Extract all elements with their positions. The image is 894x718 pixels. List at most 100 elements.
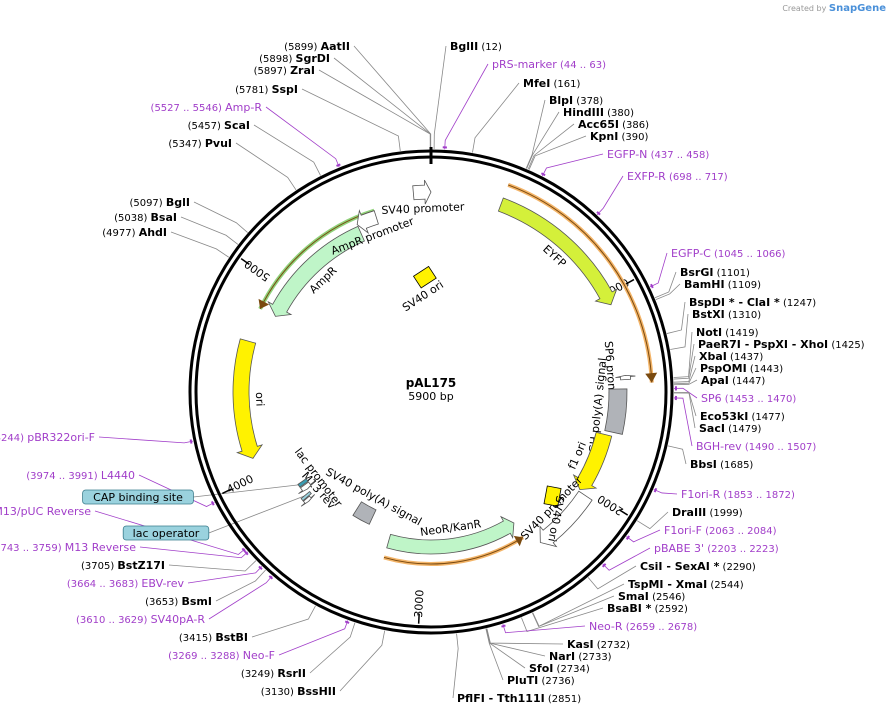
orf-arrowhead-exfp-eyfp-orf bbox=[645, 372, 658, 383]
leader-sv40pa-r-3619 bbox=[208, 575, 273, 620]
site-name-exfp-r-707: EXFP-R bbox=[627, 170, 666, 183]
site-name-ebv-rev-3673: EBV-rev bbox=[141, 577, 184, 590]
site-pos-l4440-3982: (3974 .. 3991) bbox=[26, 471, 101, 482]
site-name-egfp-n-447: EGFP-N bbox=[607, 148, 647, 161]
site-label-bspdi-clai-1247: BspDI * - ClaI * (1247) bbox=[689, 296, 816, 309]
leader-bstz17i-3705 bbox=[168, 560, 257, 572]
site-pos-bsmi-3653: (3653) bbox=[145, 597, 181, 608]
plasmid-center: pAL175 5900 bp bbox=[406, 376, 457, 403]
site-pos-sv40pa-r-3619: (3610 .. 3629) bbox=[76, 615, 151, 626]
site-label-pluti-2736: PluTI (2736) bbox=[507, 674, 575, 687]
site-name-eco53ki-1477: Eco53kI bbox=[700, 410, 748, 423]
site-name-nari-2733: NarI bbox=[549, 650, 575, 663]
leader-bamhi-1109 bbox=[655, 283, 681, 301]
site-pos-pbr322ori-f-4234: (4225 .. 4244) bbox=[0, 433, 27, 444]
site-name-xbai-1437: XbaI bbox=[699, 350, 727, 363]
leader-exfp-r-707 bbox=[596, 175, 624, 215]
leader-bsmi-3653 bbox=[215, 569, 266, 602]
site-pos-apai-1447: (1447) bbox=[729, 376, 766, 387]
site-label-f1ori-f-2073: F1ori-F (2063 .. 2084) bbox=[664, 524, 777, 537]
site-label-sp6-1461: SP6 (1453 .. 1470) bbox=[701, 392, 796, 405]
feature-bgh-poly-a-signal bbox=[604, 388, 628, 435]
site-label-sgrdi-5898: (5898) SgrDI bbox=[259, 52, 330, 65]
feature-sv40-poly-a-signal bbox=[352, 501, 377, 525]
site-label-nari-2733: NarI (2733) bbox=[549, 650, 612, 663]
site-label-prs-marker-53: pRS-marker (44 .. 63) bbox=[492, 58, 606, 71]
site-name-neo-r-2668: Neo-R bbox=[589, 620, 623, 633]
site-label-pbabe-3-2213: pBABE 3' (2203 .. 2223) bbox=[654, 542, 779, 555]
feature-f1-ori bbox=[572, 431, 613, 491]
leader-pluti-2736 bbox=[485, 628, 504, 681]
site-label-ebv-rev-3673: (3664 .. 3683) EBV-rev bbox=[67, 577, 185, 590]
credit-text: Created by bbox=[782, 4, 827, 13]
leader-bgh-rev-1498 bbox=[673, 397, 693, 447]
orf-arc-core-ampr-orf bbox=[259, 210, 375, 310]
site-pos-mfei-161: (161) bbox=[550, 79, 580, 90]
primer-mark-amp-r-5536 bbox=[336, 163, 341, 167]
site-label-kpni-390: KpnI (390) bbox=[590, 130, 648, 143]
lac-operator-tag-text: lac operator bbox=[133, 527, 200, 540]
leader-noti-1419 bbox=[673, 331, 693, 378]
leader-paer7i-pspxi-xhoi-1425 bbox=[673, 343, 695, 380]
primer-mark-sv40pa-r-3619 bbox=[268, 575, 274, 580]
site-name-bsmi-3653: BsmI bbox=[182, 595, 213, 608]
site-name-kasi-2732: KasI bbox=[567, 638, 594, 651]
orf-arcs bbox=[258, 183, 658, 566]
site-pos-scai-5457: (5457) bbox=[188, 121, 224, 132]
scale-label-5000: 5000 bbox=[242, 257, 272, 284]
site-name-apai-1447: ApaI bbox=[701, 374, 729, 387]
site-name-ahdi-4977: AhdI bbox=[139, 226, 167, 239]
site-label-smai-2546: SmaI (2546) bbox=[618, 590, 685, 603]
site-name-pbr322ori-f-4234: pBR322ori-F bbox=[27, 431, 95, 444]
site-name-neo-f-3278: Neo-F bbox=[243, 649, 275, 662]
primer-mark-f1ori-f-2073 bbox=[625, 535, 631, 540]
site-pos-bgli-5097: (5097) bbox=[129, 198, 165, 209]
leader-smai-2546 bbox=[531, 595, 615, 628]
site-name-pbabe-3-2213: pBABE 3' bbox=[654, 542, 704, 555]
site-label-bamhi-1109: BamHI (1109) bbox=[684, 278, 761, 291]
site-label-saci-1479: SacI (1479) bbox=[699, 422, 761, 435]
site-pos-egfp-n-447: (437 .. 458) bbox=[647, 150, 709, 161]
leader-bsai-5038 bbox=[180, 216, 239, 245]
lac-operator-tag bbox=[122, 525, 210, 541]
orf-arrowhead-ampr-orf bbox=[258, 298, 270, 309]
site-pos-exfp-r-707: (698 .. 717) bbox=[666, 172, 728, 183]
scale-tick-2000 bbox=[618, 509, 629, 516]
site-name-scai-5457: ScaI bbox=[224, 119, 250, 132]
site-label-bglii-12: BglII (12) bbox=[450, 40, 502, 53]
site-pos-nari-2733: (2733) bbox=[575, 652, 612, 663]
site-name-bsrgi-1101: BsrGI bbox=[680, 266, 713, 279]
site-pos-neo-r-2668: (2659 .. 2678) bbox=[623, 622, 698, 633]
site-pos-draiii-1999: (1999) bbox=[706, 508, 743, 519]
site-pos-egfp-c-1055: (1045 .. 1066) bbox=[711, 249, 786, 260]
leader-bspdi-clai-1247 bbox=[666, 301, 686, 334]
site-pos-m13-reverse-3751: (3743 .. 3759) bbox=[0, 543, 65, 554]
leader-pbabe-3-2213 bbox=[602, 547, 651, 571]
site-labels: (5899) AatII(5898) SgrDI(5897) ZraI(5781… bbox=[0, 40, 865, 705]
feature-neor-kanr bbox=[386, 515, 515, 555]
site-label-f1ori-r-1862: F1ori-R (1853 .. 1872) bbox=[681, 488, 795, 501]
site-name-l4440-3982: L4440 bbox=[101, 469, 135, 482]
site-pos-kpni-390: (390) bbox=[618, 132, 648, 143]
leader-bbsi-1685 bbox=[667, 445, 687, 465]
site-name-bgh-rev-1498: BGH-rev bbox=[696, 440, 742, 453]
site-pos-noti-1419: (1419) bbox=[722, 328, 759, 339]
site-pos-zrai-5897: (5897) bbox=[254, 66, 290, 77]
site-label-scai-5457: (5457) ScaI bbox=[188, 119, 250, 132]
site-name-bstxi-1310: BstXI bbox=[692, 308, 725, 321]
feature-ampr bbox=[267, 225, 365, 317]
leader-f1ori-f-2073 bbox=[626, 529, 661, 543]
site-label-eco53ki-1477: Eco53kI (1477) bbox=[700, 410, 785, 423]
tag-leader-lac-operator-tag bbox=[208, 494, 309, 534]
primer-mark-egfp-n-447 bbox=[540, 172, 546, 177]
site-name-mfei-161: MfeI bbox=[523, 77, 550, 90]
site-name-pvui-5347: PvuI bbox=[205, 137, 232, 150]
site-name-sp6-1461: SP6 bbox=[701, 392, 722, 405]
site-name-zrai-5897: ZraI bbox=[290, 64, 315, 77]
site-name-rsrii-3249: RsrII bbox=[277, 667, 306, 680]
site-label-apai-1447: ApaI (1447) bbox=[701, 374, 765, 387]
site-name-pspomi-1443: PspOMI bbox=[700, 362, 747, 375]
primer-mark-egfp-c-1055 bbox=[650, 283, 654, 289]
